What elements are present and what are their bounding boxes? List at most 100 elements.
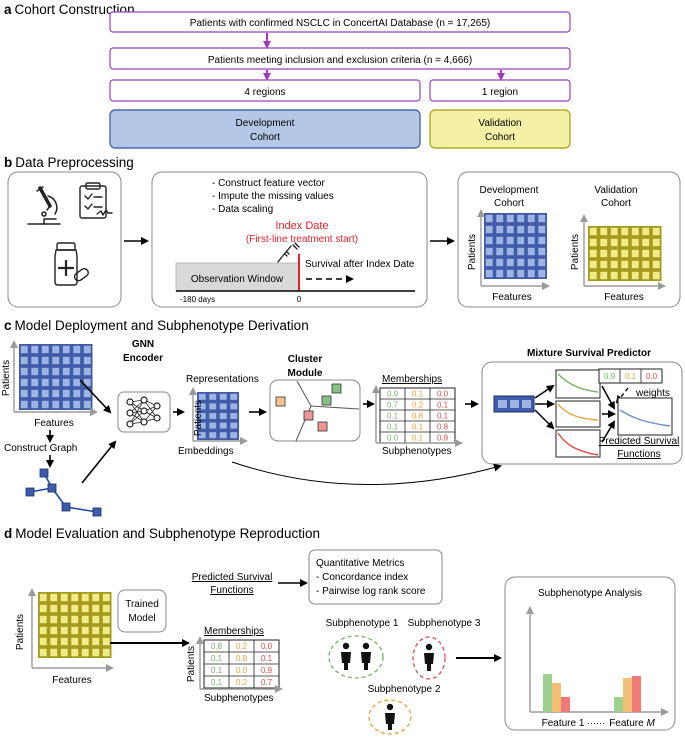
trained-model-label-2: Model [128, 613, 155, 624]
b-dev-matrix-cell [506, 214, 514, 223]
d-patients-label: Patients [15, 614, 26, 650]
emb-matrix-cell [209, 432, 217, 439]
c-matrix-cell [52, 378, 60, 387]
medicine-bottle-icon [54, 242, 89, 286]
d-matrix-cell [71, 593, 79, 602]
validation-cohort-label-1: Validation [478, 118, 521, 129]
d-matrix-cell [50, 648, 58, 657]
trained-model-label-1: Trained [125, 599, 159, 610]
c-predicted-label-1: Predicted Survival [599, 436, 680, 447]
embeddings-label: Embeddings [178, 446, 234, 457]
b-val-matrix-cell [642, 260, 650, 269]
b-val-matrix-cell [600, 238, 608, 247]
b-val-matrix-cell [642, 271, 650, 280]
c-memb-cell: 0.1 [412, 423, 424, 432]
emb-matrix-cell [219, 422, 227, 429]
c-matrix-cell [73, 367, 81, 376]
emb-patients-label: Patients [193, 400, 204, 436]
predicted-curve [619, 409, 671, 427]
b-dev-matrix-cell [527, 225, 535, 234]
c-matrix-cell [73, 389, 81, 398]
b-val-patients-label: Patients [570, 234, 581, 270]
mix-arrow-3 [534, 409, 555, 430]
representations-label: Representations [186, 374, 259, 385]
cluster-point-red [303, 410, 314, 421]
b-val-matrix-cell [631, 227, 639, 236]
b-val-matrix-cell [631, 271, 639, 280]
b-val-matrix-cell [610, 238, 618, 247]
tick-zero: 0 [297, 295, 302, 304]
emb-matrix-cell [230, 413, 238, 419]
c-matrix-cell [31, 356, 39, 365]
b-val-matrix-cell [589, 260, 597, 269]
c-memb-cell: 0.8 [437, 423, 449, 432]
gnn-label-2: Encoder [123, 353, 163, 364]
c-memb-cell: 0.0 [437, 390, 449, 399]
b-val-matrix-cell [600, 271, 608, 280]
tick-minus-180: -180 days [180, 295, 215, 304]
weight-value: 0.9 [604, 372, 616, 381]
b-val-matrix-cell [600, 249, 608, 258]
mixture-label: Mixture Survival Predictor [527, 348, 651, 359]
d-matrix-cell [60, 626, 68, 635]
c-matrix-cell [52, 400, 60, 409]
d-memb-cell: 0.9 [261, 666, 273, 675]
feature-1-label: Feature 1 [542, 718, 585, 729]
metric-concordance: - Concordance index [316, 572, 408, 583]
development-cohort-label-2: Cohort [250, 132, 280, 143]
d-memb-cell: 0.1 [261, 654, 273, 663]
b-dev-matrix-cell [517, 269, 525, 278]
d-memb-cell: 0.1 [211, 678, 223, 687]
metrics-box [308, 549, 443, 605]
cluster-point-red-2 [317, 421, 328, 432]
person-icon [424, 643, 434, 671]
c-memb-cell: 0.1 [437, 412, 449, 421]
cohort-box-all-patients [109, 11, 571, 33]
weights-label: weights [635, 388, 670, 399]
d-matrix-cell [71, 615, 79, 624]
b-val-matrix-cell [621, 249, 629, 258]
b-val-matrix-cell [642, 238, 650, 247]
d-matrix-cell [50, 626, 58, 635]
c-memb-cell: 0.9 [387, 390, 399, 399]
d-matrix-cell [71, 637, 79, 646]
d-matrix-cell [60, 637, 68, 646]
c-matrix-cell [20, 356, 28, 365]
index-date-label: Index Date [275, 220, 328, 232]
development-cohort-label-1: Development [236, 118, 295, 129]
c-matrix-cell [41, 356, 49, 365]
b-dev-matrix-cell [506, 236, 514, 245]
b-val-matrix-cell [610, 249, 618, 258]
step-impute: - Impute the missing values [212, 191, 334, 202]
c-memb-cell: 0.9 [437, 434, 449, 443]
neural-network-icon [126, 396, 161, 428]
c-arrow-graph-to-gnn [81, 440, 117, 484]
c-matrix-cell [62, 378, 70, 387]
d-matrix-cell [60, 648, 68, 657]
feature-ellipsis: ······ [587, 718, 605, 728]
subphenotype-3-label: Subphenotype 3 [408, 618, 481, 629]
d-subphenotypes-label: Subphenotypes [204, 693, 274, 704]
d-memb-cell: 0.8 [211, 642, 223, 651]
c-memb-cell: 0.1 [387, 412, 399, 421]
emb-matrix-cell [209, 393, 217, 400]
b-val-matrix-cell [621, 260, 629, 269]
bar-fm-red-1 [561, 697, 570, 712]
c-matrix-cell [31, 389, 39, 398]
syringe-icon [277, 242, 300, 263]
d-matrix-cell [81, 626, 89, 635]
bar-fm-green [614, 697, 623, 712]
b-val-matrix-cell [610, 227, 618, 236]
c-feature-matrix [19, 344, 93, 410]
d-matrix-cell [102, 604, 110, 613]
mixture-input-vector [493, 395, 535, 413]
b-dev-matrix-cell [496, 214, 504, 223]
c-matrix-cell [83, 400, 91, 409]
subphenotype-1-ellipse [328, 635, 384, 679]
weight-value: 0.1 [625, 372, 637, 381]
b-dev-matrix-cell [485, 236, 493, 245]
